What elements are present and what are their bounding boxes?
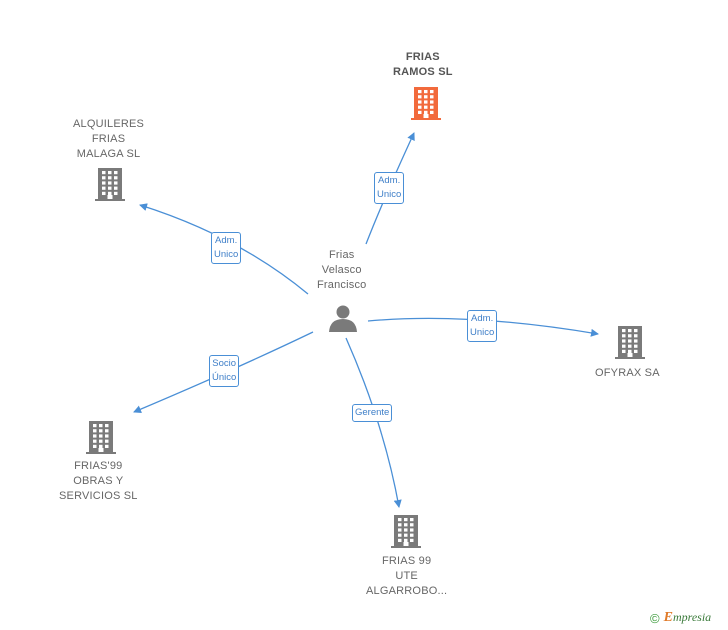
footer-brand: © Empresia — [650, 609, 711, 627]
relation-badge-alquileres[interactable]: Adm.Unico — [211, 232, 242, 264]
company-label-ofyrax[interactable]: OFYRAX SA — [595, 367, 660, 379]
relation-edge-frias99-ute — [345, 337, 402, 508]
relation-badge-ofyrax[interactable]: Adm.Unico — [467, 310, 498, 342]
building-icon — [95, 168, 125, 201]
building-icon — [411, 87, 441, 120]
building-icon — [391, 515, 421, 548]
building-icon — [86, 421, 116, 454]
relation-badge-frias-ramos[interactable]: Adm.Unico — [374, 172, 405, 204]
person-icon — [329, 305, 357, 332]
brand-logo: Empresia — [663, 610, 712, 625]
copyright-symbol: © — [650, 610, 660, 626]
building-icon — [615, 326, 645, 359]
relation-badge-frias99-ute[interactable]: Gerente — [352, 404, 393, 422]
